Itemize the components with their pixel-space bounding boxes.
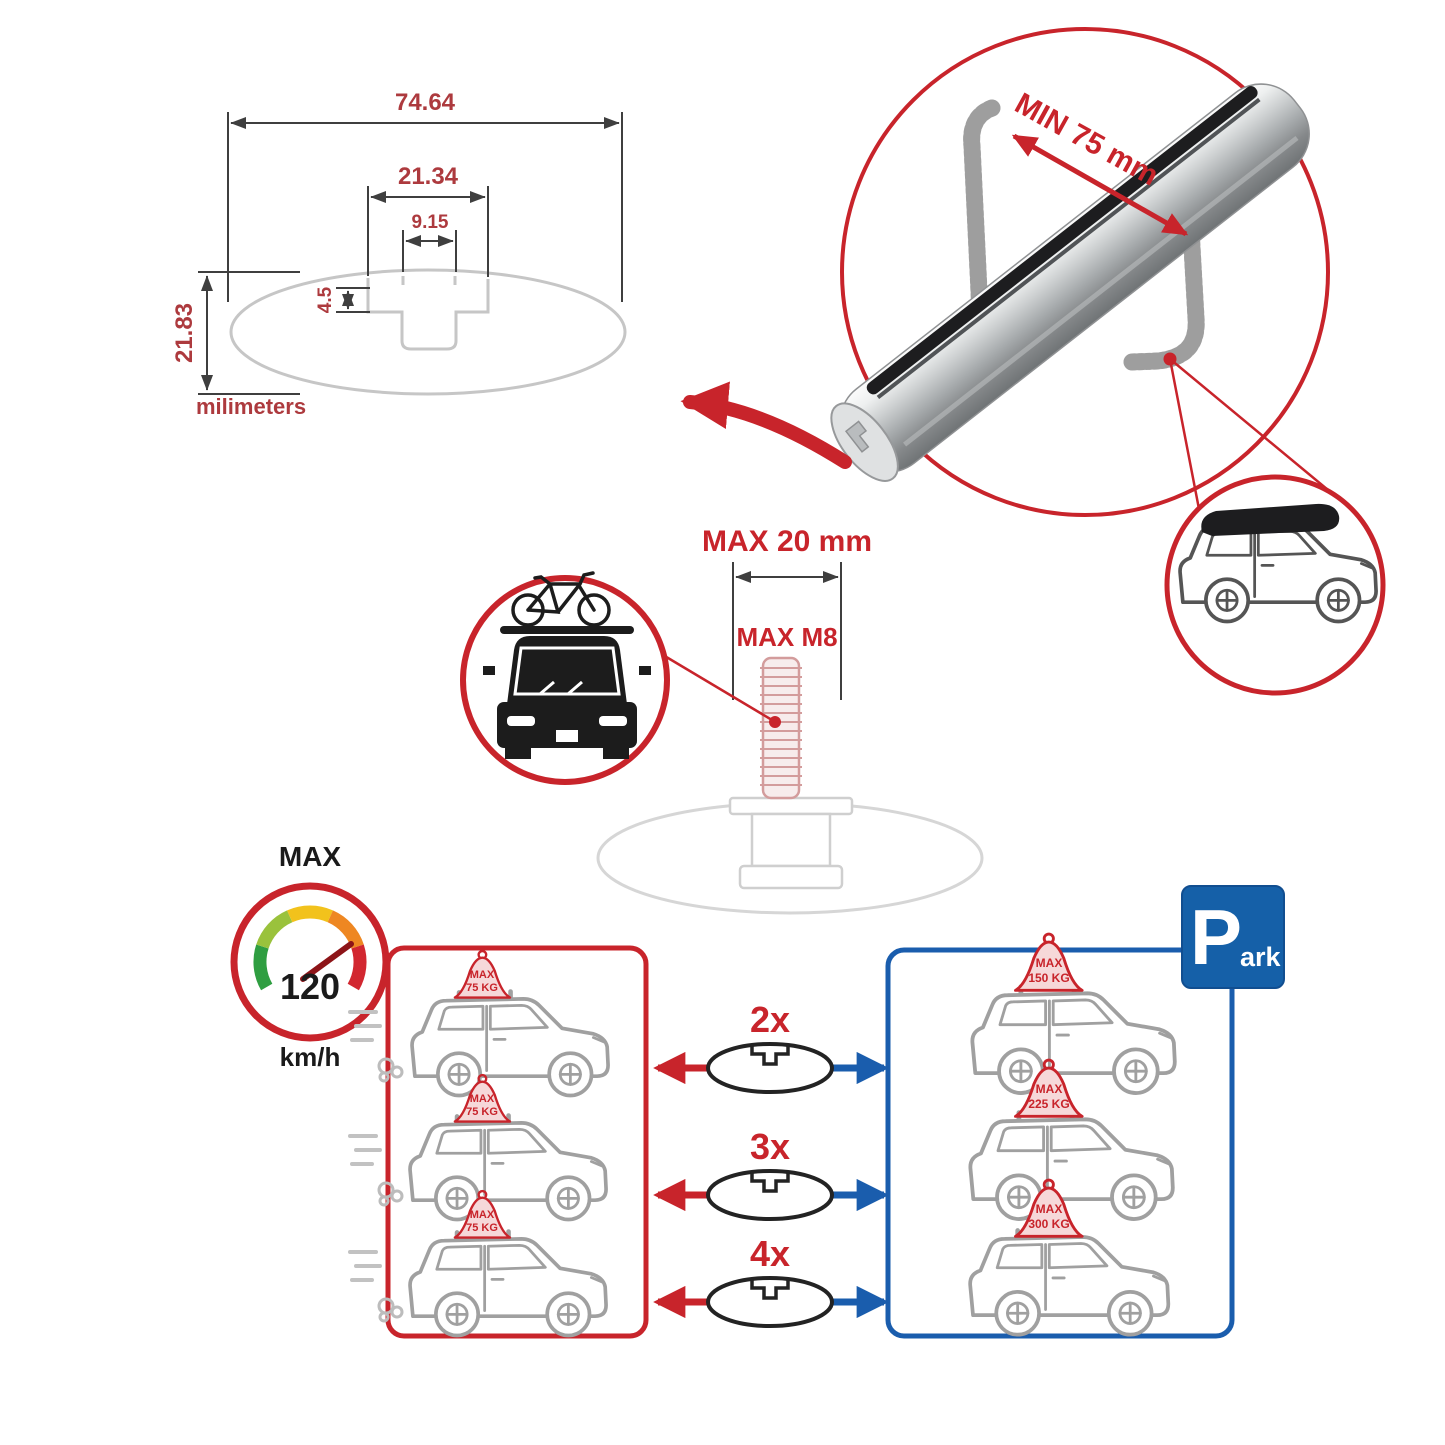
- roof-load-max: MAX: [470, 969, 495, 981]
- parked-cars: MAX 150 KG MAX 225 KG MAX 300 KG: [970, 932, 1175, 1335]
- car-front-icon: [483, 626, 651, 759]
- parking-sign: P ark: [1181, 885, 1285, 989]
- roof-load-kg: 75 KG: [466, 982, 498, 994]
- motion-lines: [348, 1134, 382, 1166]
- crossbar-cross-section-icon: [706, 1169, 834, 1221]
- bar-closeup: MIN 75 mm: [830, 27, 1330, 517]
- speed-unit: km/h: [280, 1042, 341, 1072]
- driving-cars: MAX 75 KG MAX 75 KG MAX 75 KG: [348, 949, 608, 1335]
- speed-max-label: MAX: [279, 841, 342, 872]
- dimension-lines: [198, 112, 623, 395]
- roof-load-max: MAX: [1036, 956, 1063, 970]
- crossbar-cross-section-icon: [706, 1042, 834, 1094]
- roof-load-kg: 300 KG: [1028, 1217, 1069, 1231]
- roof-load-kg: 75 KG: [466, 1106, 498, 1118]
- bike-car-callout: [460, 571, 670, 785]
- roof-load-max: MAX: [470, 1093, 495, 1105]
- bolt-dimension-lines: [732, 562, 842, 700]
- speed-value: 120: [280, 966, 340, 1007]
- profile-pointer-arrow: [680, 381, 852, 469]
- bar-count-4x: 4x: [750, 1233, 790, 1274]
- dim-total-height: 21.83: [171, 303, 198, 363]
- min-clamp-arrow: [1011, 133, 1189, 237]
- roof-load-max: MAX: [1036, 1202, 1063, 1216]
- crossbar-profile-outline: [229, 268, 627, 396]
- dim-slot-width: 9.15: [412, 212, 449, 233]
- bike-icon: [511, 571, 611, 627]
- cross-section-diagram: 74.64 21.34 9.15 4.5 21.83 milimeters: [171, 89, 627, 419]
- cargo-box-callout: [1164, 358, 1386, 696]
- roof-load-kg: 150 KG: [1028, 971, 1069, 985]
- bar-count-2x: 2x: [750, 999, 790, 1040]
- roof-load-max: MAX: [1036, 1082, 1063, 1096]
- bolt-leader-line: [662, 653, 773, 722]
- parking-letter: P: [1190, 893, 1242, 981]
- motion-lines: [348, 1250, 382, 1282]
- dim-lip-height: 4.5: [315, 286, 336, 313]
- crossbar-cross-section-icon: [706, 1276, 834, 1328]
- profile-ghost: [596, 796, 984, 915]
- parking-suffix: ark: [1240, 942, 1282, 972]
- roof-load-kg: 225 KG: [1028, 1097, 1069, 1111]
- roof-load-kg: 75 KG: [466, 1222, 498, 1234]
- roof-cargo-box-icon: [1201, 503, 1340, 536]
- speedometer-icon: MAX 120 km/h: [230, 841, 390, 1072]
- gauge-needle: [300, 941, 354, 982]
- dim-channel-width: 21.34: [398, 163, 459, 190]
- gauge-arc: [253, 905, 367, 991]
- dim-unit-label: milimeters: [196, 394, 306, 419]
- bar-count-rows: 2x 3x 4x: [653, 999, 889, 1328]
- dim-total-width: 74.64: [395, 89, 456, 116]
- bolt-diagram: MAX 20 mm MAX M8: [460, 525, 984, 915]
- clamp-hook-icon: [963, 99, 1205, 371]
- bolt-dot: [769, 716, 781, 728]
- threaded-bolt-icon: [760, 656, 802, 800]
- roof-load-max: MAX: [470, 1209, 495, 1221]
- bar-count-3x: 3x: [750, 1126, 790, 1167]
- bolt-max-thread-label: MAX M8: [736, 622, 837, 652]
- bolt-max-length-label: MAX 20 mm: [702, 525, 872, 558]
- callout-lines: [1168, 358, 1352, 510]
